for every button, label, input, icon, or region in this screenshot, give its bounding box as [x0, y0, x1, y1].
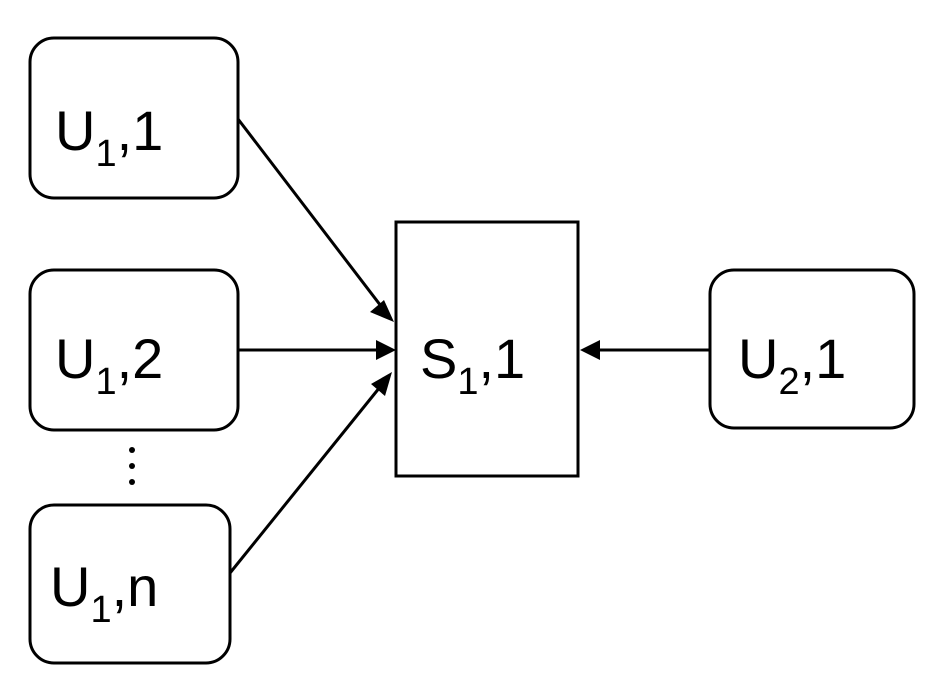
vertical-ellipsis	[129, 447, 135, 485]
edge-u1n-to-s11	[228, 386, 382, 574]
arrowhead-u12	[376, 340, 396, 360]
arrowhead-u1n	[371, 372, 392, 396]
node-u1-1: U1,1	[28, 36, 240, 200]
node-u2-1: U2,1	[708, 268, 916, 430]
node-u1-2-base: U	[55, 327, 95, 390]
arrowhead-u11	[370, 300, 394, 322]
node-u1-2-suffix: ,2	[117, 327, 164, 390]
svg-text:U2,1: U2,1	[738, 327, 846, 403]
svg-text:U1,1: U1,1	[55, 99, 163, 175]
edges	[228, 118, 710, 574]
svg-text:U1,2: U1,2	[55, 327, 163, 403]
edge-u11-to-s11	[236, 118, 386, 311]
node-u1-n: U1,n	[28, 503, 232, 665]
node-u1-2-sub: 1	[95, 361, 116, 403]
node-s1-1-base: S	[420, 327, 457, 390]
node-s1-1-sub: 1	[457, 361, 478, 403]
node-u1-1-suffix: ,1	[117, 99, 164, 162]
node-u2-1-base: U	[738, 327, 778, 390]
node-s1-1-suffix: ,1	[479, 327, 526, 390]
node-u1-1-base: U	[55, 99, 95, 162]
node-u2-1-suffix: ,1	[800, 327, 847, 390]
node-u1-1-sub: 1	[95, 133, 116, 175]
node-u1-n-suffix: ,n	[112, 555, 159, 618]
node-u1-2: U1,2	[28, 268, 240, 432]
svg-text:S1,1: S1,1	[420, 327, 525, 403]
node-u2-1-sub: 2	[778, 361, 799, 403]
node-u1-n-sub: 1	[90, 589, 111, 631]
arrowhead-u21	[580, 340, 600, 360]
svg-text:U1,n: U1,n	[50, 555, 158, 631]
node-s1-1: S1,1	[394, 220, 580, 478]
node-u1-n-base: U	[50, 555, 90, 618]
